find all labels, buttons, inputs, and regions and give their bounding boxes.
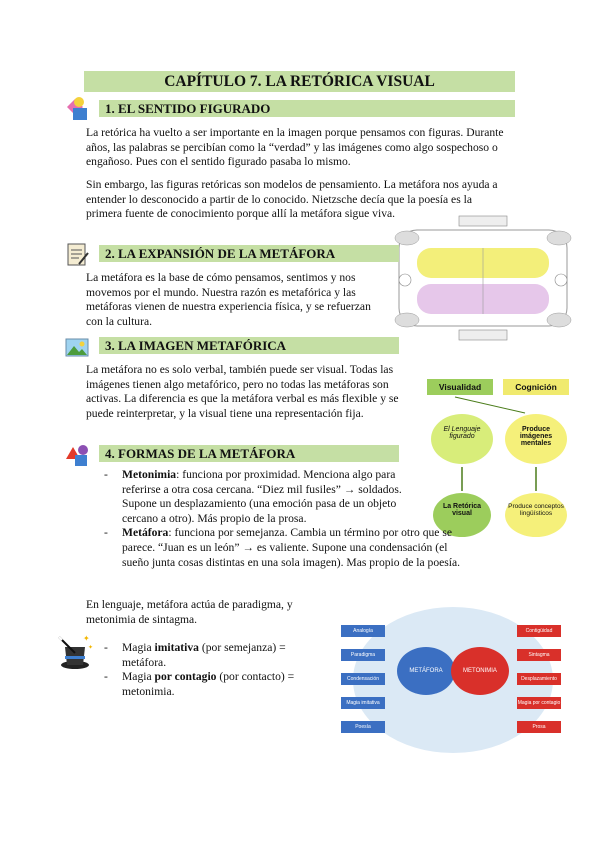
magic-hat-icon: ✦✦	[55, 633, 95, 671]
paragraph-sentido-figurado: La retórica ha vuelto a ser importante e…	[86, 126, 504, 169]
cubes-icon	[63, 441, 91, 469]
visualidad-label: Visualidad	[427, 379, 493, 395]
visual-cognition-diagram: Visualidad Cognición El Lenguaje figurad…	[425, 377, 575, 542]
svg-text:✦: ✦	[88, 644, 93, 651]
lenguaje-ellipse: El Lenguaje figurado	[431, 414, 493, 464]
metafora-circle: METÁFORA	[397, 647, 455, 695]
paragraph-figuras-modelos: Sin embargo, las figuras retóricas son m…	[86, 178, 498, 221]
right-concept-box-2: Sintagma	[517, 649, 561, 661]
left-concept-box-4: Magia imitativa	[341, 697, 385, 709]
magic-list: Magia imitativa (por semejanza) = metáfo…	[104, 641, 314, 699]
notepad-icon	[63, 240, 91, 268]
list-item: Magia por contagio (por contacto) = meto…	[104, 670, 314, 699]
paragraph-paradigma: En lenguaje, metáfora actúa de paradigma…	[86, 598, 293, 626]
section-heading-3: 3. LA IMAGEN METAFÓRICA	[99, 337, 399, 354]
metonimia-term: Metonimia	[122, 468, 177, 481]
forms-list: Metonimia: funciona por proximidad. Menc…	[104, 468, 464, 570]
section-heading-4: 4. FORMAS DE LA METÁFORA	[99, 445, 399, 462]
produce-images-ellipse: Produce imágenes mentales	[505, 414, 567, 464]
metafora-term: Metáfora	[122, 526, 169, 540]
left-concept-box-5: Poesía	[341, 721, 385, 733]
produce-concepts-ellipse: Produce conceptos lingüísticos	[505, 493, 567, 537]
list-item: Magia imitativa (por semejanza) = metáfo…	[104, 641, 314, 670]
metonimia-circle: METONIMIA	[451, 647, 509, 695]
chapter-title: CAPÍTULO 7. LA RETÓRICA VISUAL	[84, 71, 515, 92]
left-concept-box-2: Paradigma	[341, 649, 385, 661]
left-concept-box-1: Analogía	[341, 625, 385, 637]
section-heading-2: 2. LA EXPANSIÓN DE LA METÁFORA	[99, 245, 399, 262]
list-item: Metáfora: funciona por semejanza. Cambia…	[104, 526, 464, 570]
right-concept-box-5: Prosa	[517, 721, 561, 733]
cognicion-label: Cognición	[503, 379, 569, 395]
paragraph-expansion: La metáfora es la base de cómo pensamos,…	[86, 271, 371, 328]
metafora-text: : funciona por semejanza. Cambia un térm…	[122, 526, 461, 569]
knowledge-diagram	[393, 214, 573, 342]
left-concept-box-3: Condensación	[341, 673, 385, 685]
metonimia-text: : funciona por proximidad. Menciona algo…	[122, 468, 402, 525]
image-icon	[63, 333, 91, 361]
section-heading-1: 1. EL SENTIDO FIGURADO	[99, 100, 515, 117]
paragraph-imagen-metaforica: La metáfora no es solo verbal, también p…	[86, 363, 399, 420]
list-item: Metonimia: funciona por proximidad. Menc…	[104, 468, 412, 526]
right-concept-box-4: Magia por contagio	[517, 697, 561, 709]
shapes-icon	[63, 95, 91, 123]
right-concept-box-1: Contigüidad	[517, 625, 561, 637]
svg-text:✦: ✦	[83, 634, 90, 643]
right-concept-box-3: Desplazamiento	[517, 673, 561, 685]
